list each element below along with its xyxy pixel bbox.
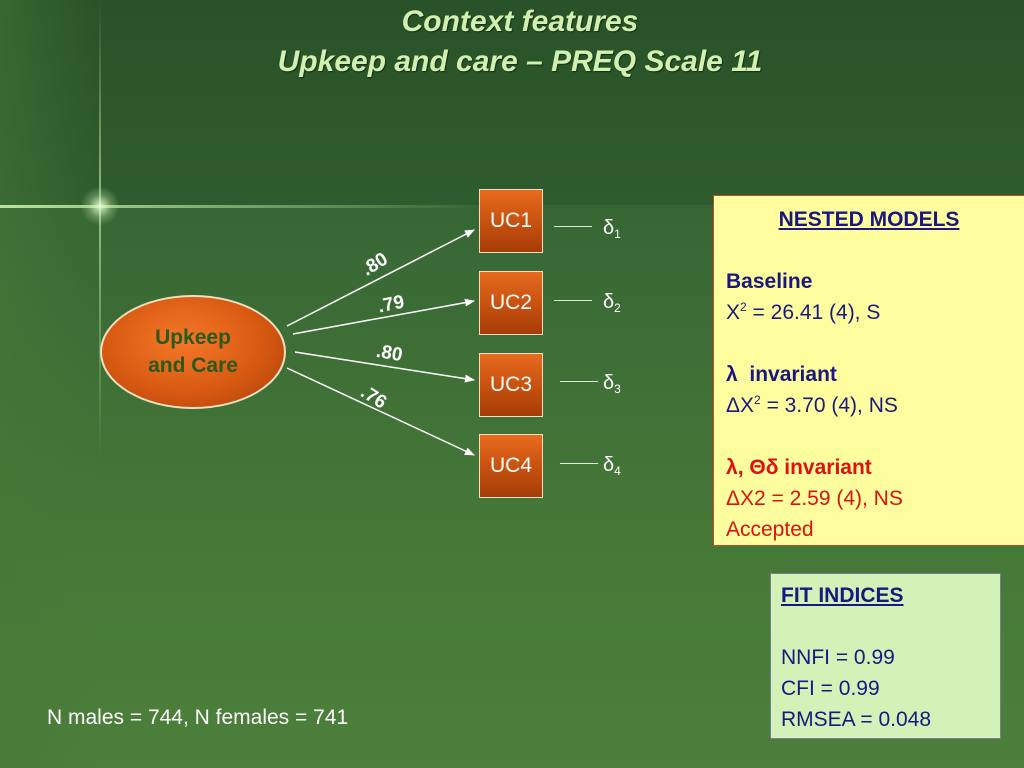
latent-factor-upkeep-and-care: Upkeep and Care	[100, 295, 286, 409]
error-term-delta-3: δ3	[603, 372, 621, 396]
fit-indices-box: FIT INDICES NNFI = 0.99 CFI = 0.99 RMSEA…	[770, 573, 1001, 739]
fit-nnfi: NNFI = 0.99	[781, 646, 895, 669]
nested-models-box: NESTED MODELS Baseline X2 = 26.41 (4), S…	[713, 195, 1024, 546]
fit-indices-heading: FIT INDICES	[781, 584, 904, 607]
decorative-vertical-line	[99, 0, 101, 768]
indicator-box-uc1: UC1	[479, 189, 543, 253]
loading-label-uc3: .80	[374, 340, 405, 367]
title-line-2: Upkeep and care – PREQ Scale 11	[277, 45, 763, 78]
indicator-box-uc3: UC3	[479, 353, 543, 417]
baseline-stat: X2 = 26.41 (4), S	[726, 300, 881, 324]
error-line-1	[554, 226, 592, 227]
nested-models-heading: NESTED MODELS	[778, 208, 960, 231]
baseline-label: Baseline	[726, 270, 813, 293]
lambda-invariant-label: λ invariant	[726, 363, 837, 386]
background-top-band	[0, 0, 1024, 205]
path-arrow-uc1	[286, 229, 475, 327]
lambda-invariant-stat: ΔX2 = 3.70 (4), NS	[726, 393, 898, 417]
error-term-delta-4: δ4	[603, 454, 621, 478]
path-arrow-uc2	[292, 298, 475, 335]
fit-cfi: CFI = 0.99	[781, 677, 880, 700]
decorative-sparkle	[80, 186, 120, 226]
slide-title: Context features Upkeep and care – PREQ …	[0, 2, 1024, 82]
sample-size-note: N males = 744, N females = 741	[47, 706, 349, 729]
lambda-theta-invariant-stat: ΔX2 = 2.59 (4), NS	[726, 487, 903, 510]
error-line-2	[554, 300, 592, 301]
background-left-band	[0, 0, 100, 768]
fit-rmsea: RMSEA = 0.048	[781, 708, 932, 731]
error-term-delta-2: δ2	[603, 291, 621, 315]
indicator-box-uc4: UC4	[479, 434, 543, 498]
error-line-3	[560, 381, 598, 382]
factor-label-line-1: Upkeep	[155, 326, 231, 349]
error-line-4	[560, 463, 598, 464]
path-arrow-uc4	[286, 367, 475, 456]
error-term-delta-1: δ1	[603, 217, 621, 241]
lambda-theta-invariant-result: Accepted	[726, 518, 814, 541]
indicator-box-uc2: UC2	[479, 271, 543, 335]
path-arrow-uc3	[294, 351, 475, 383]
factor-label-line-2: and Care	[148, 354, 238, 377]
decorative-horizontal-line	[0, 205, 480, 208]
title-line-1: Context features	[401, 5, 639, 38]
lambda-theta-invariant-label: λ, Θδ invariant	[726, 456, 872, 479]
